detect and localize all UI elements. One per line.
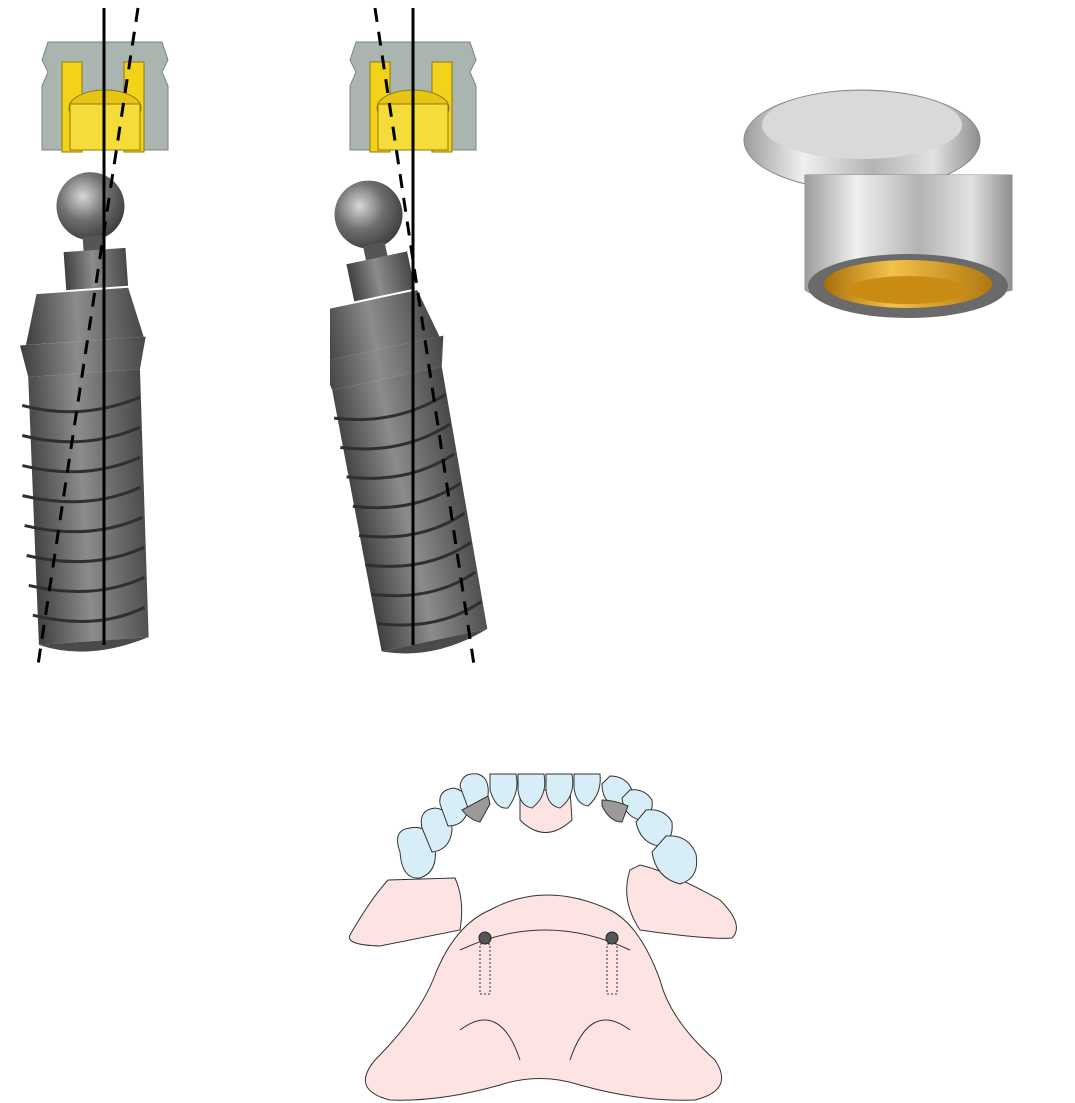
- implant-right-svg: [330, 0, 530, 680]
- ball-attachment: [54, 170, 127, 243]
- implant-left-svg: [0, 0, 200, 680]
- retentive-cap-svg: [640, 0, 1075, 400]
- implant-body: [0, 169, 167, 655]
- implant-body: [330, 171, 507, 661]
- overdenture-svg: [340, 760, 750, 1103]
- retentive-cap-photo: [640, 0, 1075, 400]
- implant-left-diagram: [0, 0, 200, 680]
- overdenture-diagram: [340, 760, 750, 1103]
- implant-right-diagram: [330, 0, 530, 680]
- denture-flange-left: [349, 878, 461, 946]
- ball-attachment: [330, 174, 409, 255]
